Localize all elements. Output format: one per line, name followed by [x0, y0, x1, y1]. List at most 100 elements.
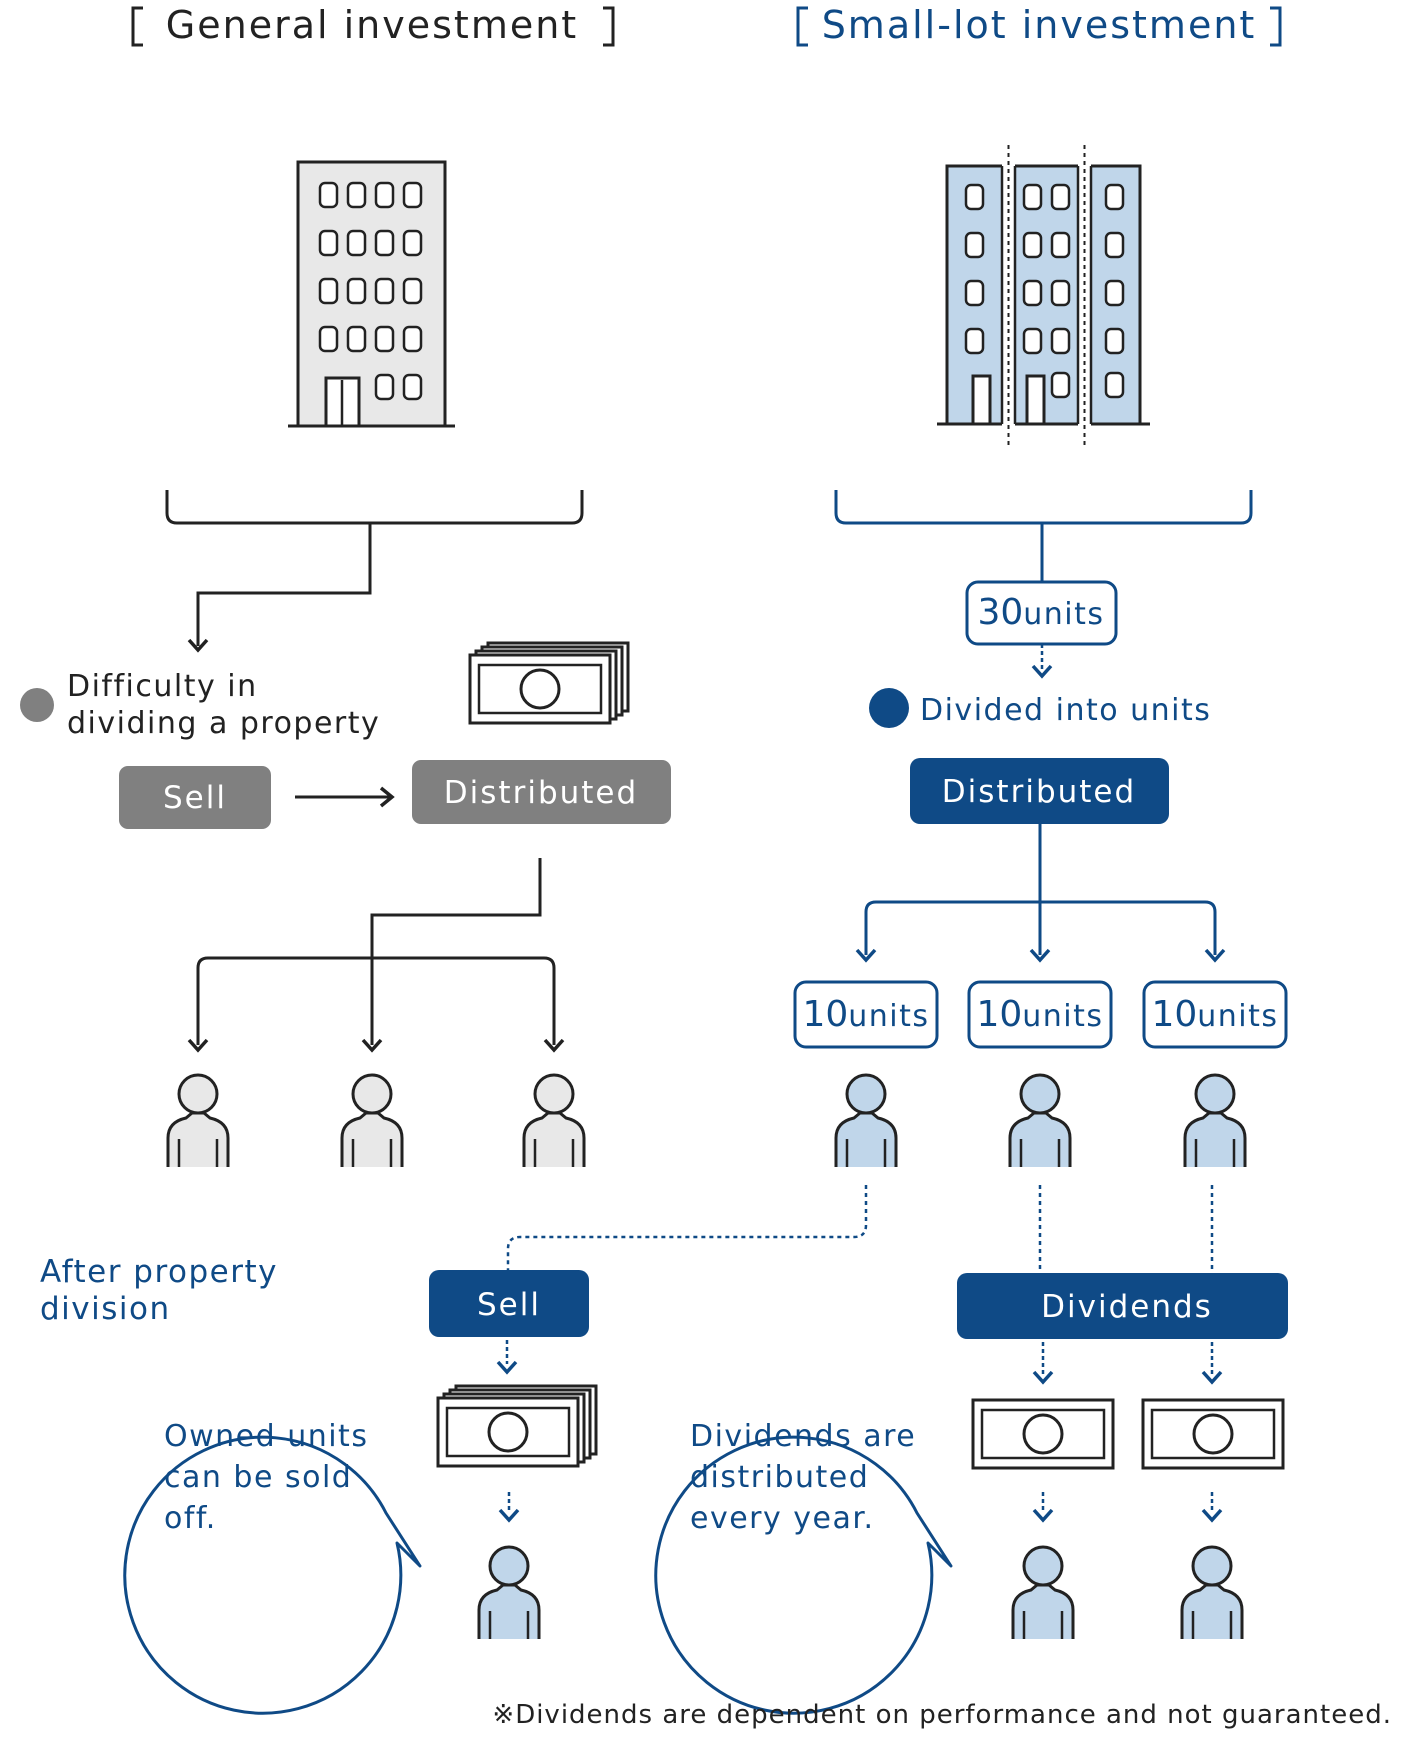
window	[374, 229, 395, 257]
window	[318, 229, 339, 257]
svg-text:30units: 30units	[977, 592, 1104, 633]
general-brace	[165, 490, 584, 646]
svg-text:10units: 10units	[1151, 994, 1278, 1035]
person-icon	[340, 1073, 404, 1169]
window	[318, 325, 339, 353]
window	[1104, 183, 1125, 211]
person-icon	[1008, 1073, 1072, 1169]
bubble-div-line2: distributed	[690, 1460, 869, 1495]
sell-to-distributed-arrow	[295, 786, 395, 808]
window	[964, 183, 985, 211]
window	[1104, 327, 1125, 355]
small-lot-title: Small-lot investment	[796, 3, 1282, 47]
window	[402, 325, 423, 353]
units-10-word: units	[848, 999, 929, 1034]
window	[1050, 279, 1071, 307]
speech-bubble-dividends: Dividends are distributed every year.	[654, 1419, 953, 1715]
dividends-box: Dividends	[957, 1273, 1288, 1339]
arrow-icon	[1201, 1508, 1223, 1522]
bubble-sell-line1: Owned units	[164, 1419, 368, 1454]
general-sell-box: Sell	[119, 766, 271, 829]
after-division-line2: division	[40, 1291, 171, 1327]
window	[1022, 327, 1043, 355]
units-10-box-3: 10units	[1142, 980, 1288, 1049]
window	[374, 373, 395, 401]
bubble-sell-line3: off.	[164, 1501, 217, 1536]
window	[402, 277, 423, 305]
divided-building-icon	[937, 145, 1150, 445]
navy-dot	[869, 688, 909, 728]
window	[346, 229, 367, 257]
units-30-word: units	[1023, 597, 1104, 632]
general-title: General investment	[131, 3, 615, 47]
gray-dot	[20, 688, 54, 722]
small-lot-sell-label: Sell	[477, 1287, 541, 1323]
window	[374, 181, 395, 209]
person-icon	[477, 1545, 541, 1641]
banknote-stack-icon	[438, 1386, 596, 1466]
window	[1050, 371, 1071, 399]
units-10-number: 10	[976, 994, 1022, 1035]
units-10-box-1: 10units	[793, 980, 939, 1049]
window	[346, 325, 367, 353]
small-lot-brace	[834, 490, 1253, 582]
window	[346, 277, 367, 305]
window	[1022, 231, 1043, 259]
after-division-dotted-lines	[506, 1185, 1214, 1270]
general-sell-label: Sell	[163, 780, 227, 816]
units-30-number: 30	[977, 592, 1023, 633]
window	[1050, 327, 1071, 355]
small-lot-status: Divided into units	[920, 693, 1211, 728]
units-10-number: 10	[802, 994, 848, 1035]
person-icon	[1011, 1545, 1075, 1641]
units-10-box-2: 10units	[967, 980, 1113, 1049]
general-distributed-label: Distributed	[444, 775, 638, 811]
window	[1104, 279, 1125, 307]
person-icon	[522, 1073, 586, 1169]
window	[318, 277, 339, 305]
building-icon	[288, 160, 455, 428]
bubble-div-line3: every year.	[690, 1501, 875, 1536]
arrow-icon	[1032, 1508, 1054, 1522]
small-lot-title-text: Small-lot investment	[822, 3, 1257, 47]
window	[964, 279, 985, 307]
small-lot-distributed-box: Distributed	[910, 758, 1169, 824]
person-icon	[834, 1073, 898, 1169]
small-lot-distribution-lines	[864, 824, 1217, 955]
window	[1050, 231, 1071, 259]
window	[374, 325, 395, 353]
general-distributed-box: Distributed	[412, 760, 671, 824]
person-icon	[1183, 1073, 1247, 1169]
units-10-number: 10	[1151, 994, 1197, 1035]
window	[964, 327, 985, 355]
general-status-line2: dividing a property	[67, 706, 380, 741]
speech-bubble-sell: Owned units can be sold off.	[123, 1419, 422, 1715]
window	[346, 181, 367, 209]
window	[964, 231, 985, 259]
window	[1050, 183, 1071, 211]
general-status-line1: Difficulty in	[67, 669, 258, 704]
window	[402, 229, 423, 257]
person-icon	[1180, 1545, 1244, 1641]
units-10-word: units	[1022, 999, 1103, 1034]
window	[1104, 371, 1125, 399]
footnote: ※Dividends are dependent on performance …	[492, 1700, 1392, 1730]
small-lot-sell-box: Sell	[429, 1270, 589, 1337]
window	[402, 373, 423, 401]
banknote-icon	[1141, 1398, 1285, 1470]
window	[1022, 183, 1043, 211]
window	[318, 181, 339, 209]
units-30-box: 30units	[965, 580, 1118, 646]
bubble-sell-line2: can be sold	[164, 1460, 352, 1495]
window	[402, 181, 423, 209]
arrow-icon	[498, 1508, 520, 1522]
units-10-word: units	[1197, 999, 1278, 1034]
window	[374, 277, 395, 305]
banknote-icon	[971, 1398, 1115, 1470]
window	[1022, 279, 1043, 307]
banknote-stack-icon	[470, 643, 628, 723]
general-distribution-lines	[196, 858, 556, 1045]
svg-text:10units: 10units	[976, 994, 1103, 1035]
person-icon	[166, 1073, 230, 1169]
